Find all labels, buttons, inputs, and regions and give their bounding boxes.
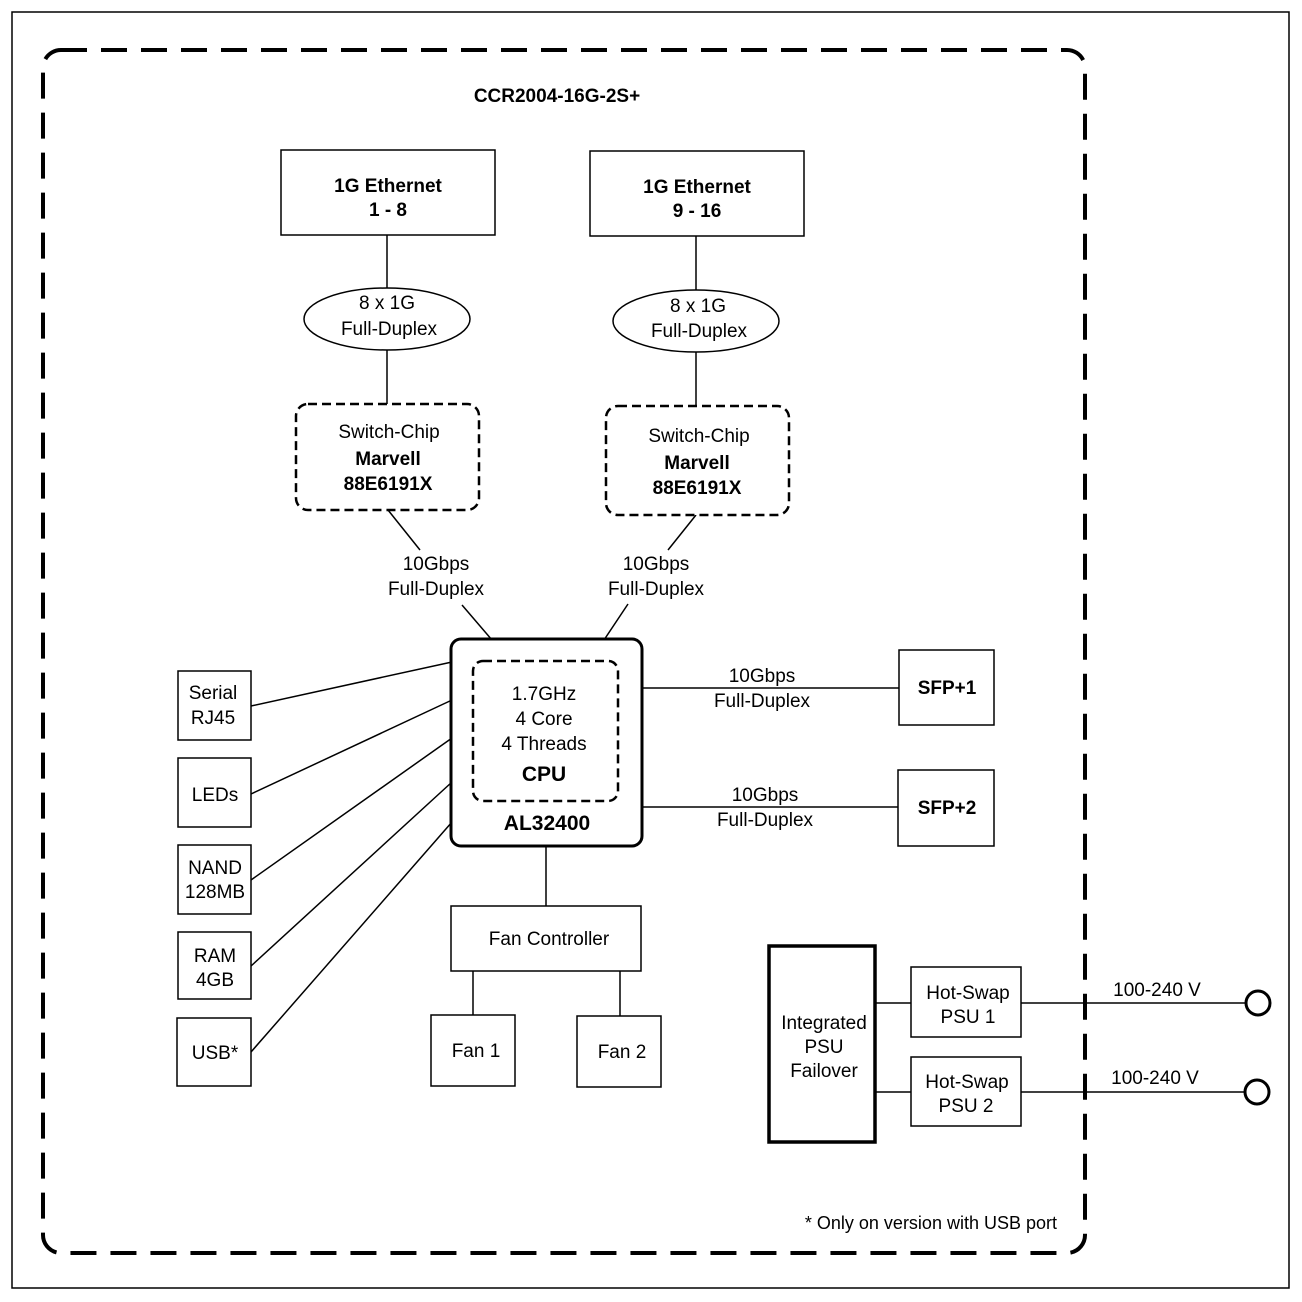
svg-text:1 - 8: 1 - 8 bbox=[369, 200, 407, 221]
svg-text:Fan Controller: Fan Controller bbox=[489, 929, 610, 950]
svg-text:8 x 1G: 8 x 1G bbox=[670, 296, 726, 317]
svg-text:10Gbps: 10Gbps bbox=[732, 785, 799, 806]
footnote: * Only on version with USB port bbox=[805, 1213, 1057, 1233]
svg-text:Full-Duplex: Full-Duplex bbox=[341, 319, 438, 340]
svg-text:10Gbps: 10Gbps bbox=[403, 554, 470, 575]
ethernet-1-8-box: 1G Ethernet 1 - 8 bbox=[280, 149, 496, 236]
svg-text:Full-Duplex: Full-Duplex bbox=[388, 579, 485, 600]
svg-text:10Gbps: 10Gbps bbox=[623, 554, 690, 575]
svg-text:1.7GHz: 1.7GHz bbox=[512, 684, 576, 705]
psu2-box: Hot-Swap PSU 2 bbox=[910, 1056, 1022, 1127]
svg-text:Marvell: Marvell bbox=[664, 453, 729, 474]
svg-text:USB*: USB* bbox=[192, 1043, 239, 1064]
svg-text:128MB: 128MB bbox=[185, 882, 245, 903]
power-input-2 bbox=[1243, 1078, 1271, 1106]
svg-text:SFP+2: SFP+2 bbox=[918, 798, 977, 819]
svg-text:1G Ethernet: 1G Ethernet bbox=[643, 177, 751, 198]
svg-text:88E6191X: 88E6191X bbox=[344, 474, 433, 495]
power-input-1 bbox=[1244, 989, 1272, 1017]
device-title: CCR2004-16G-2S+ bbox=[474, 86, 640, 107]
svg-text:Switch-Chip: Switch-Chip bbox=[338, 422, 439, 443]
svg-text:SFP+1: SFP+1 bbox=[918, 678, 977, 699]
svg-text:Full-Duplex: Full-Duplex bbox=[651, 321, 748, 342]
voltage-label-2: 100-240 V bbox=[1111, 1068, 1199, 1089]
sfp2-box: SFP+2 bbox=[897, 769, 995, 847]
link-label-sw2: 10Gbps Full-Duplex bbox=[608, 554, 705, 600]
svg-text:4GB: 4GB bbox=[196, 970, 234, 991]
svg-text:4 Core: 4 Core bbox=[515, 709, 572, 730]
svg-text:4 Threads: 4 Threads bbox=[501, 734, 586, 755]
psu1-box: Hot-Swap PSU 1 bbox=[910, 966, 1022, 1038]
link-ellipse-eth1: 8 x 1G Full-Duplex bbox=[303, 287, 471, 351]
svg-text:1G Ethernet: 1G Ethernet bbox=[334, 176, 442, 197]
svg-text:Failover: Failover bbox=[790, 1061, 858, 1082]
svg-text:Full-Duplex: Full-Duplex bbox=[714, 691, 811, 712]
connector-lines bbox=[250, 235, 1245, 1093]
fan1-box: Fan 1 bbox=[430, 1014, 516, 1087]
svg-text:Full-Duplex: Full-Duplex bbox=[608, 579, 705, 600]
svg-text:9 - 16: 9 - 16 bbox=[673, 201, 722, 222]
svg-text:NAND: NAND bbox=[188, 858, 242, 879]
leds-box: LEDs bbox=[177, 757, 252, 828]
svg-text:Fan 1: Fan 1 bbox=[452, 1041, 501, 1062]
svg-text:Switch-Chip: Switch-Chip bbox=[648, 426, 749, 447]
svg-text:Integrated: Integrated bbox=[781, 1013, 867, 1034]
svg-text:Hot-Swap: Hot-Swap bbox=[926, 983, 1009, 1004]
outer-frame bbox=[11, 11, 1290, 1289]
fan-controller-box: Fan Controller bbox=[450, 905, 642, 972]
svg-text:PSU: PSU bbox=[804, 1037, 843, 1058]
ram-box: RAM 4GB bbox=[177, 931, 252, 1000]
sfp1-box: SFP+1 bbox=[898, 649, 995, 726]
fan2-box: Fan 2 bbox=[576, 1015, 662, 1088]
svg-text:Hot-Swap: Hot-Swap bbox=[925, 1072, 1008, 1093]
svg-text:AL32400: AL32400 bbox=[504, 812, 590, 835]
serial-rj45-box: Serial RJ45 bbox=[177, 670, 252, 741]
nand-box: NAND 128MB bbox=[177, 844, 252, 915]
usb-box: USB* bbox=[176, 1017, 252, 1087]
svg-text:RAM: RAM bbox=[194, 946, 236, 967]
svg-text:Full-Duplex: Full-Duplex bbox=[717, 810, 814, 831]
svg-text:88E6191X: 88E6191X bbox=[653, 478, 742, 499]
svg-text:Fan 2: Fan 2 bbox=[598, 1042, 647, 1063]
switch-chip-2: Switch-Chip Marvell 88E6191X bbox=[604, 404, 791, 517]
svg-text:8 x 1G: 8 x 1G bbox=[359, 293, 415, 314]
svg-text:PSU 1: PSU 1 bbox=[941, 1007, 996, 1028]
link-label-sfp2: 10Gbps Full-Duplex bbox=[717, 785, 814, 831]
device-boundary bbox=[41, 48, 1087, 1255]
switch-chip-1: Switch-Chip Marvell 88E6191X bbox=[294, 402, 481, 512]
svg-text:RJ45: RJ45 bbox=[191, 708, 235, 729]
svg-text:10Gbps: 10Gbps bbox=[729, 666, 796, 687]
voltage-label-1: 100-240 V bbox=[1113, 980, 1201, 1001]
svg-text:CPU: CPU bbox=[522, 763, 566, 786]
svg-text:PSU 2: PSU 2 bbox=[939, 1096, 994, 1117]
ethernet-9-16-box: 1G Ethernet 9 - 16 bbox=[589, 150, 805, 237]
svg-text:LEDs: LEDs bbox=[192, 785, 238, 806]
link-ellipse-eth2: 8 x 1G Full-Duplex bbox=[612, 289, 780, 353]
link-label-sfp1: 10Gbps Full-Duplex bbox=[714, 666, 811, 712]
cpu-box: 1.7GHz 4 Core 4 Threads CPU AL32400 bbox=[449, 637, 644, 848]
svg-text:Serial: Serial bbox=[189, 683, 238, 704]
psu-failover-box: Integrated PSU Failover bbox=[767, 944, 877, 1144]
link-label-sw1: 10Gbps Full-Duplex bbox=[388, 554, 485, 600]
svg-text:Marvell: Marvell bbox=[355, 449, 420, 470]
